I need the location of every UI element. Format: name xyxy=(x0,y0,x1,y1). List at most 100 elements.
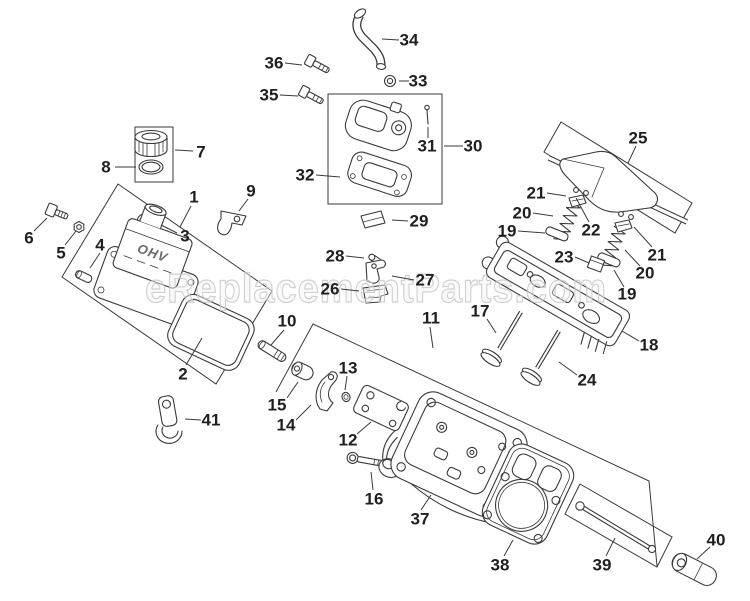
head-gasket xyxy=(481,443,575,545)
part-label-8: 8 xyxy=(101,158,110,177)
exhaust-valve xyxy=(520,329,561,386)
part-label-21-left: 21 xyxy=(527,184,546,203)
oil-fill-cap xyxy=(134,129,168,158)
part-label-38: 38 xyxy=(491,556,510,575)
intake-valve xyxy=(480,310,523,367)
hook-clip xyxy=(217,210,247,236)
spring-retainer-left xyxy=(545,226,569,242)
hose-nut xyxy=(383,74,397,88)
leader-line-1 xyxy=(179,205,192,228)
part-label-5: 5 xyxy=(56,244,65,263)
leader-line-19-right xyxy=(613,269,625,288)
leader-line-29 xyxy=(391,219,409,222)
leader-line-21-left xyxy=(546,192,567,197)
part-label-2: 2 xyxy=(178,365,187,384)
part-label-37: 37 xyxy=(411,510,430,529)
leader-line-22 xyxy=(575,197,590,223)
part-label-28: 28 xyxy=(326,247,345,266)
part-label-1: 1 xyxy=(189,188,198,207)
bolt-6 xyxy=(44,202,69,220)
leader-line-23 xyxy=(574,256,590,264)
part-label-13: 13 xyxy=(339,359,358,378)
leader-line-21-right xyxy=(633,226,653,248)
leader-line-17 xyxy=(486,318,497,334)
part-label-11: 11 xyxy=(422,309,440,328)
leader-line-16 xyxy=(370,471,374,491)
part-label-39: 39 xyxy=(593,556,612,575)
breather-gasket xyxy=(347,151,413,198)
push-rod xyxy=(575,501,657,554)
part-label-20-right: 20 xyxy=(636,264,655,283)
part-label-20-left: 20 xyxy=(513,204,532,223)
pin-4 xyxy=(74,270,93,283)
leader-line-12 xyxy=(356,421,372,435)
part-label-4: 4 xyxy=(95,236,105,255)
leader-line-20-right xyxy=(624,249,641,267)
part-label-35: 35 xyxy=(260,86,279,105)
leader-line-37 xyxy=(420,494,432,511)
part-label-3: 3 xyxy=(180,227,189,246)
part-label-41: 41 xyxy=(202,411,221,430)
breather-pin xyxy=(424,104,430,125)
screw-36 xyxy=(304,54,330,74)
watermark: eReplacementParts.com xyxy=(145,265,607,311)
part-label-15: 15 xyxy=(268,396,287,415)
part-label-24: 24 xyxy=(578,371,597,390)
leader-line-10 xyxy=(270,329,285,346)
leader-line-18 xyxy=(621,330,640,342)
group-box-rocker-cover xyxy=(543,121,693,234)
group-box-breather xyxy=(327,93,443,205)
leader-line-5 xyxy=(64,230,77,246)
leader-line-3 xyxy=(160,224,178,234)
clip-27 xyxy=(365,259,386,284)
part-label-12: 12 xyxy=(339,431,358,450)
part-label-21-right: 21 xyxy=(648,246,667,265)
group-box-pushrod xyxy=(564,483,673,568)
rocker-cover-25 xyxy=(547,150,689,225)
baffle-plate xyxy=(353,384,409,432)
keeper-left xyxy=(568,187,589,208)
valve-cover: OHV xyxy=(93,203,199,327)
cylinder-15 xyxy=(291,361,314,381)
retainer-ring-13 xyxy=(341,391,351,403)
part-label-30: 30 xyxy=(464,137,483,156)
group-box-head xyxy=(275,323,658,567)
breather-reed-plate xyxy=(344,99,412,152)
leader-line-15 xyxy=(286,381,299,399)
leader-line-28 xyxy=(345,255,365,259)
screw-35 xyxy=(298,85,324,105)
leader-line-26 xyxy=(340,288,360,292)
leader-line-25 xyxy=(627,145,637,164)
leader-line-19-left xyxy=(517,230,546,234)
part-label-22: 22 xyxy=(582,221,601,240)
part-label-19-right: 19 xyxy=(618,285,637,304)
part-label-18: 18 xyxy=(640,336,659,355)
spring-cup-23 xyxy=(586,255,606,273)
part-label-34: 34 xyxy=(400,31,419,50)
part-label-7: 7 xyxy=(196,143,205,162)
part-label-9: 9 xyxy=(246,182,255,201)
leader-line-38 xyxy=(503,539,514,557)
leader-line-40 xyxy=(696,546,711,560)
leader-line-7 xyxy=(174,149,194,152)
leader-line-9 xyxy=(238,198,249,212)
rocker-arm-assembly xyxy=(481,235,631,355)
group-box-cap xyxy=(134,126,174,183)
keeper-right xyxy=(614,211,634,233)
part-label-36: 36 xyxy=(265,54,284,73)
part-label-19-left: 19 xyxy=(498,222,517,241)
leader-line-24 xyxy=(558,361,578,376)
part-label-31: 31 xyxy=(418,137,437,156)
part-label-27: 27 xyxy=(416,271,435,290)
part-label-6: 6 xyxy=(24,229,33,248)
cap-o-ring xyxy=(138,159,164,175)
leader-line-6 xyxy=(33,217,48,232)
leader-line-13 xyxy=(344,375,348,391)
wedge-29 xyxy=(360,210,386,229)
valve-cover-gasket xyxy=(167,293,255,371)
part-label-10: 10 xyxy=(278,312,297,331)
part-label-23: 23 xyxy=(555,248,574,267)
part-label-25: 25 xyxy=(629,129,648,148)
leader-line-4 xyxy=(89,252,101,269)
